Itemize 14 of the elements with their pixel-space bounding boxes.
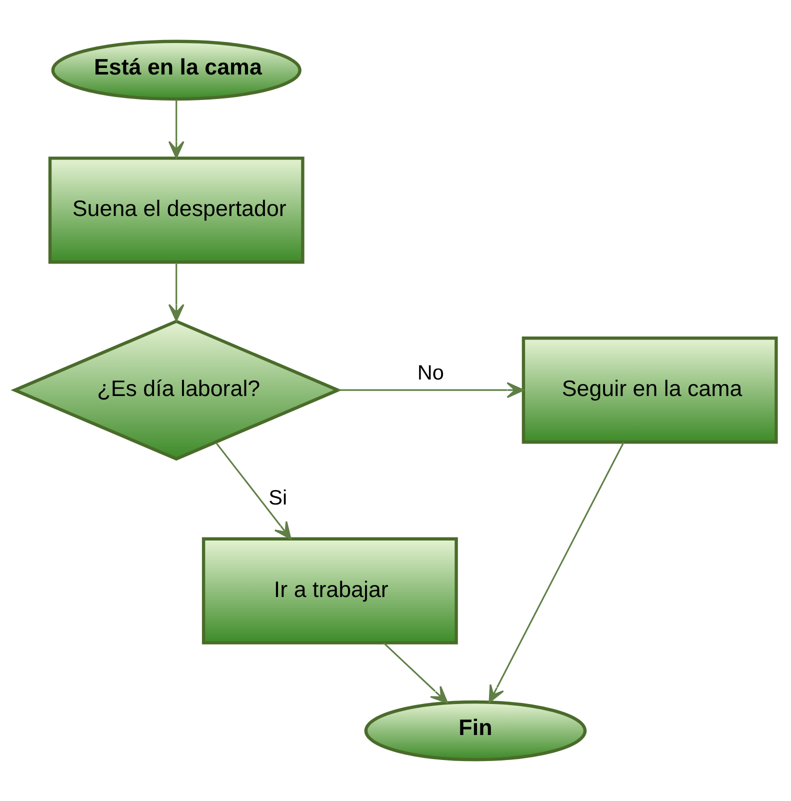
- arrow: [215, 442, 292, 540]
- arrow: [338, 382, 524, 398]
- edge-label: Si: [268, 486, 288, 510]
- arrow: [168, 262, 184, 322]
- node-box: Seguir en la cama: [522, 336, 778, 444]
- arrow: [488, 442, 624, 703]
- node-ellipse: Fin: [364, 700, 587, 762]
- node-diamond: ¿Es día laboral?: [10, 320, 342, 461]
- arrow: [383, 642, 448, 704]
- node-box: Suena el despertador: [48, 156, 304, 264]
- node-ellipse: Está en la cama: [51, 40, 302, 101]
- node-box: Ir a trabajar: [202, 537, 458, 644]
- edge-label: No: [417, 362, 444, 385]
- arrow: [168, 99, 184, 158]
